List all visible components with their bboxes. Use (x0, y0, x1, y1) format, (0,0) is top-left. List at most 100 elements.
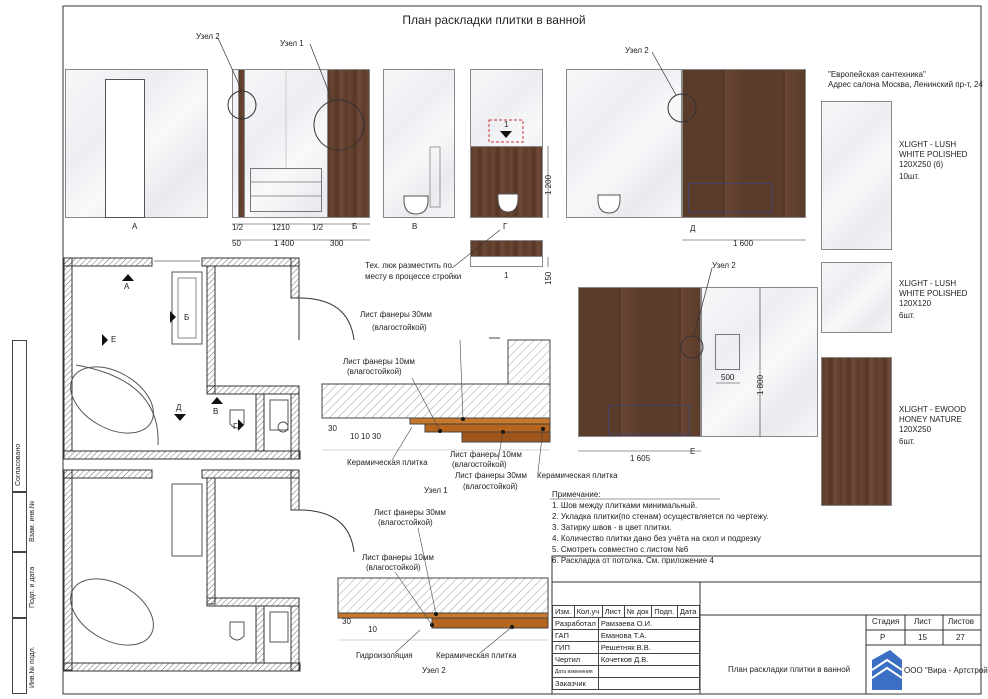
plan-label-g: Г (233, 422, 238, 431)
stamp-role: Дата изменения (552, 665, 599, 678)
stamp-stage: Р (880, 633, 886, 642)
s1-dim-30a: 30 (328, 424, 337, 433)
tile3-name2: HONEY NATURE (899, 415, 962, 424)
side-sign: Подп. и дата (29, 566, 36, 608)
node-label-2b: Узел 2 (625, 46, 649, 55)
s1-ply30: Лист фанеры 30мм (360, 310, 432, 319)
stamp-role: ГИП (552, 641, 599, 654)
node-label-2a: Узел 2 (196, 32, 220, 41)
stamp-h-sign: Подп. (651, 605, 678, 618)
s2-ply10: Лист фанеры 10мм (362, 553, 434, 562)
tile1-name2: WHITE POLISHED (899, 150, 968, 159)
wood-strip-g-small (470, 240, 543, 257)
tile1-qty: 10шт. (899, 172, 920, 181)
elevation-label-a: А (132, 222, 138, 231)
s2-ceramic: Керамическая плитка (436, 651, 517, 660)
dim-1210: 1210 (272, 223, 290, 232)
tile3-size: 120X250 (899, 425, 932, 434)
tile1-name1: XLIGHT - LUSH (899, 140, 957, 149)
stamp-h-doc: № док (623, 605, 653, 618)
stamp-h-kol: Кол.уч (573, 605, 603, 618)
wood-panel-b-right (327, 69, 370, 218)
stamp-person: Еманова Т.А. (597, 629, 701, 642)
title-block-table: Изм. Кол.уч Лист № док Подп. Дата (552, 605, 701, 618)
elevation-d (566, 69, 682, 218)
stamp-company: ООО "Вира - Артстрой" (904, 666, 988, 675)
plan-label-v: В (213, 407, 219, 416)
elevation-e (701, 287, 818, 437)
s1-ceramic2: Керамическая плитка (537, 471, 618, 480)
towel-rail (715, 334, 740, 370)
tile2-qty: 6шт. (899, 311, 915, 320)
s2-ply30-sub: (влагостойкой) (378, 518, 433, 527)
elevation-v (383, 69, 455, 218)
stamp-lists: 27 (956, 633, 965, 642)
tile3-name1: XLIGHT - EWOOD (899, 405, 966, 414)
s2-dim-10: 10 (368, 625, 377, 634)
stamp-h-izm: Изм. (552, 605, 575, 618)
stamp-lists-header: Листов (948, 617, 974, 626)
s1-title: Узел 1 (424, 486, 448, 495)
s1-dim-10b: 10 (361, 432, 370, 441)
bathtub-e (608, 405, 690, 435)
s1-ply10-sub: (влагостойкой) (347, 367, 402, 376)
dim-150: 150 (544, 271, 553, 285)
remark-2: 2. Укладка плитки(по стенам) осуществляе… (552, 512, 769, 521)
stamp-stage-header: Стадия (872, 617, 900, 626)
side-cell-inv1 (12, 492, 27, 552)
s1-ply10: Лист фанеры 10мм (343, 357, 415, 366)
dim-1605: 1 605 (630, 454, 651, 463)
s2-dim-30: 30 (342, 617, 351, 626)
side-cell-sign (12, 552, 27, 618)
dim-1400: 1 400 (274, 239, 295, 248)
side-cell-agreed (12, 340, 27, 492)
node-label-2c: Узел 2 (712, 261, 736, 270)
remarks-title: Примечание: (552, 490, 601, 499)
tile-sample-white-120 (821, 262, 892, 333)
side-inv1: Взам. инв.№ (29, 500, 36, 542)
s2-ply30: Лист фанеры 30мм (374, 508, 446, 517)
stamp-h-list: Лист (601, 605, 625, 618)
tile2-size: 120X120 (899, 299, 932, 308)
node-label-1a: Узел 1 (280, 39, 304, 48)
s1-ply30b: Лист фанеры 30мм (455, 471, 527, 480)
remark-3: 3. Затирку швов - в цвет плитки. (552, 523, 672, 532)
plan-label-a: А (124, 282, 130, 291)
stamp-sheet-title: План раскладки плитки в ванной (728, 665, 851, 674)
stamp-list: 15 (918, 633, 927, 642)
tile-sample-wood-250 (821, 357, 892, 506)
tile2-name2: WHITE POLISHED (899, 289, 968, 298)
s2-title: Узел 2 (422, 666, 446, 675)
s1-ply30b-sub: (влагостойкой) (463, 482, 518, 491)
supplier-address: Адрес салона Москва, Ленинский пр-т, 24 (828, 80, 983, 89)
remark-6: 6. Раскладка от потолка. См. приложение … (552, 556, 714, 565)
door-opening (105, 79, 145, 218)
hatch-note-line1: Тех. люк разместить по (365, 261, 452, 270)
stamp-person: Рамзаева О.И. (597, 617, 701, 630)
dim-1800: 1 800 (756, 374, 765, 395)
bathtub-d (688, 183, 772, 213)
elevation-label-g: Г (503, 222, 508, 231)
remark-4: 4. Количество плитки дано без учёта на с… (552, 534, 761, 543)
dim-half-2: 1/2 (312, 223, 324, 232)
wood-strip-b-left (238, 69, 245, 218)
elevation-label-v: В (412, 222, 418, 231)
wood-panel-d (682, 69, 806, 218)
side-cell-inv2 (12, 618, 27, 694)
tile3-qty: 6шт. (899, 437, 915, 446)
tile1-size: 120X250 (б) (899, 160, 944, 169)
s2-waterproof: Гидроизоляция (356, 651, 413, 660)
stamp-role: ГАП (552, 629, 599, 642)
supplier-name: "Европейская сантехника" (828, 70, 926, 79)
elevation-label-e: Е (690, 447, 696, 456)
elevation-label-b: Б (352, 222, 358, 231)
stamp-role: Разработал (552, 617, 599, 630)
vanity-cabinet (250, 168, 322, 212)
dim-300: 300 (330, 239, 344, 248)
hatch-mark-one: 1 (504, 120, 509, 129)
stamp-role: Чертил (552, 653, 599, 666)
s1-ply10b: Лист фанеры 10мм (450, 450, 522, 459)
remark-1: 1. Шов между плитками минимальный. (552, 501, 698, 510)
